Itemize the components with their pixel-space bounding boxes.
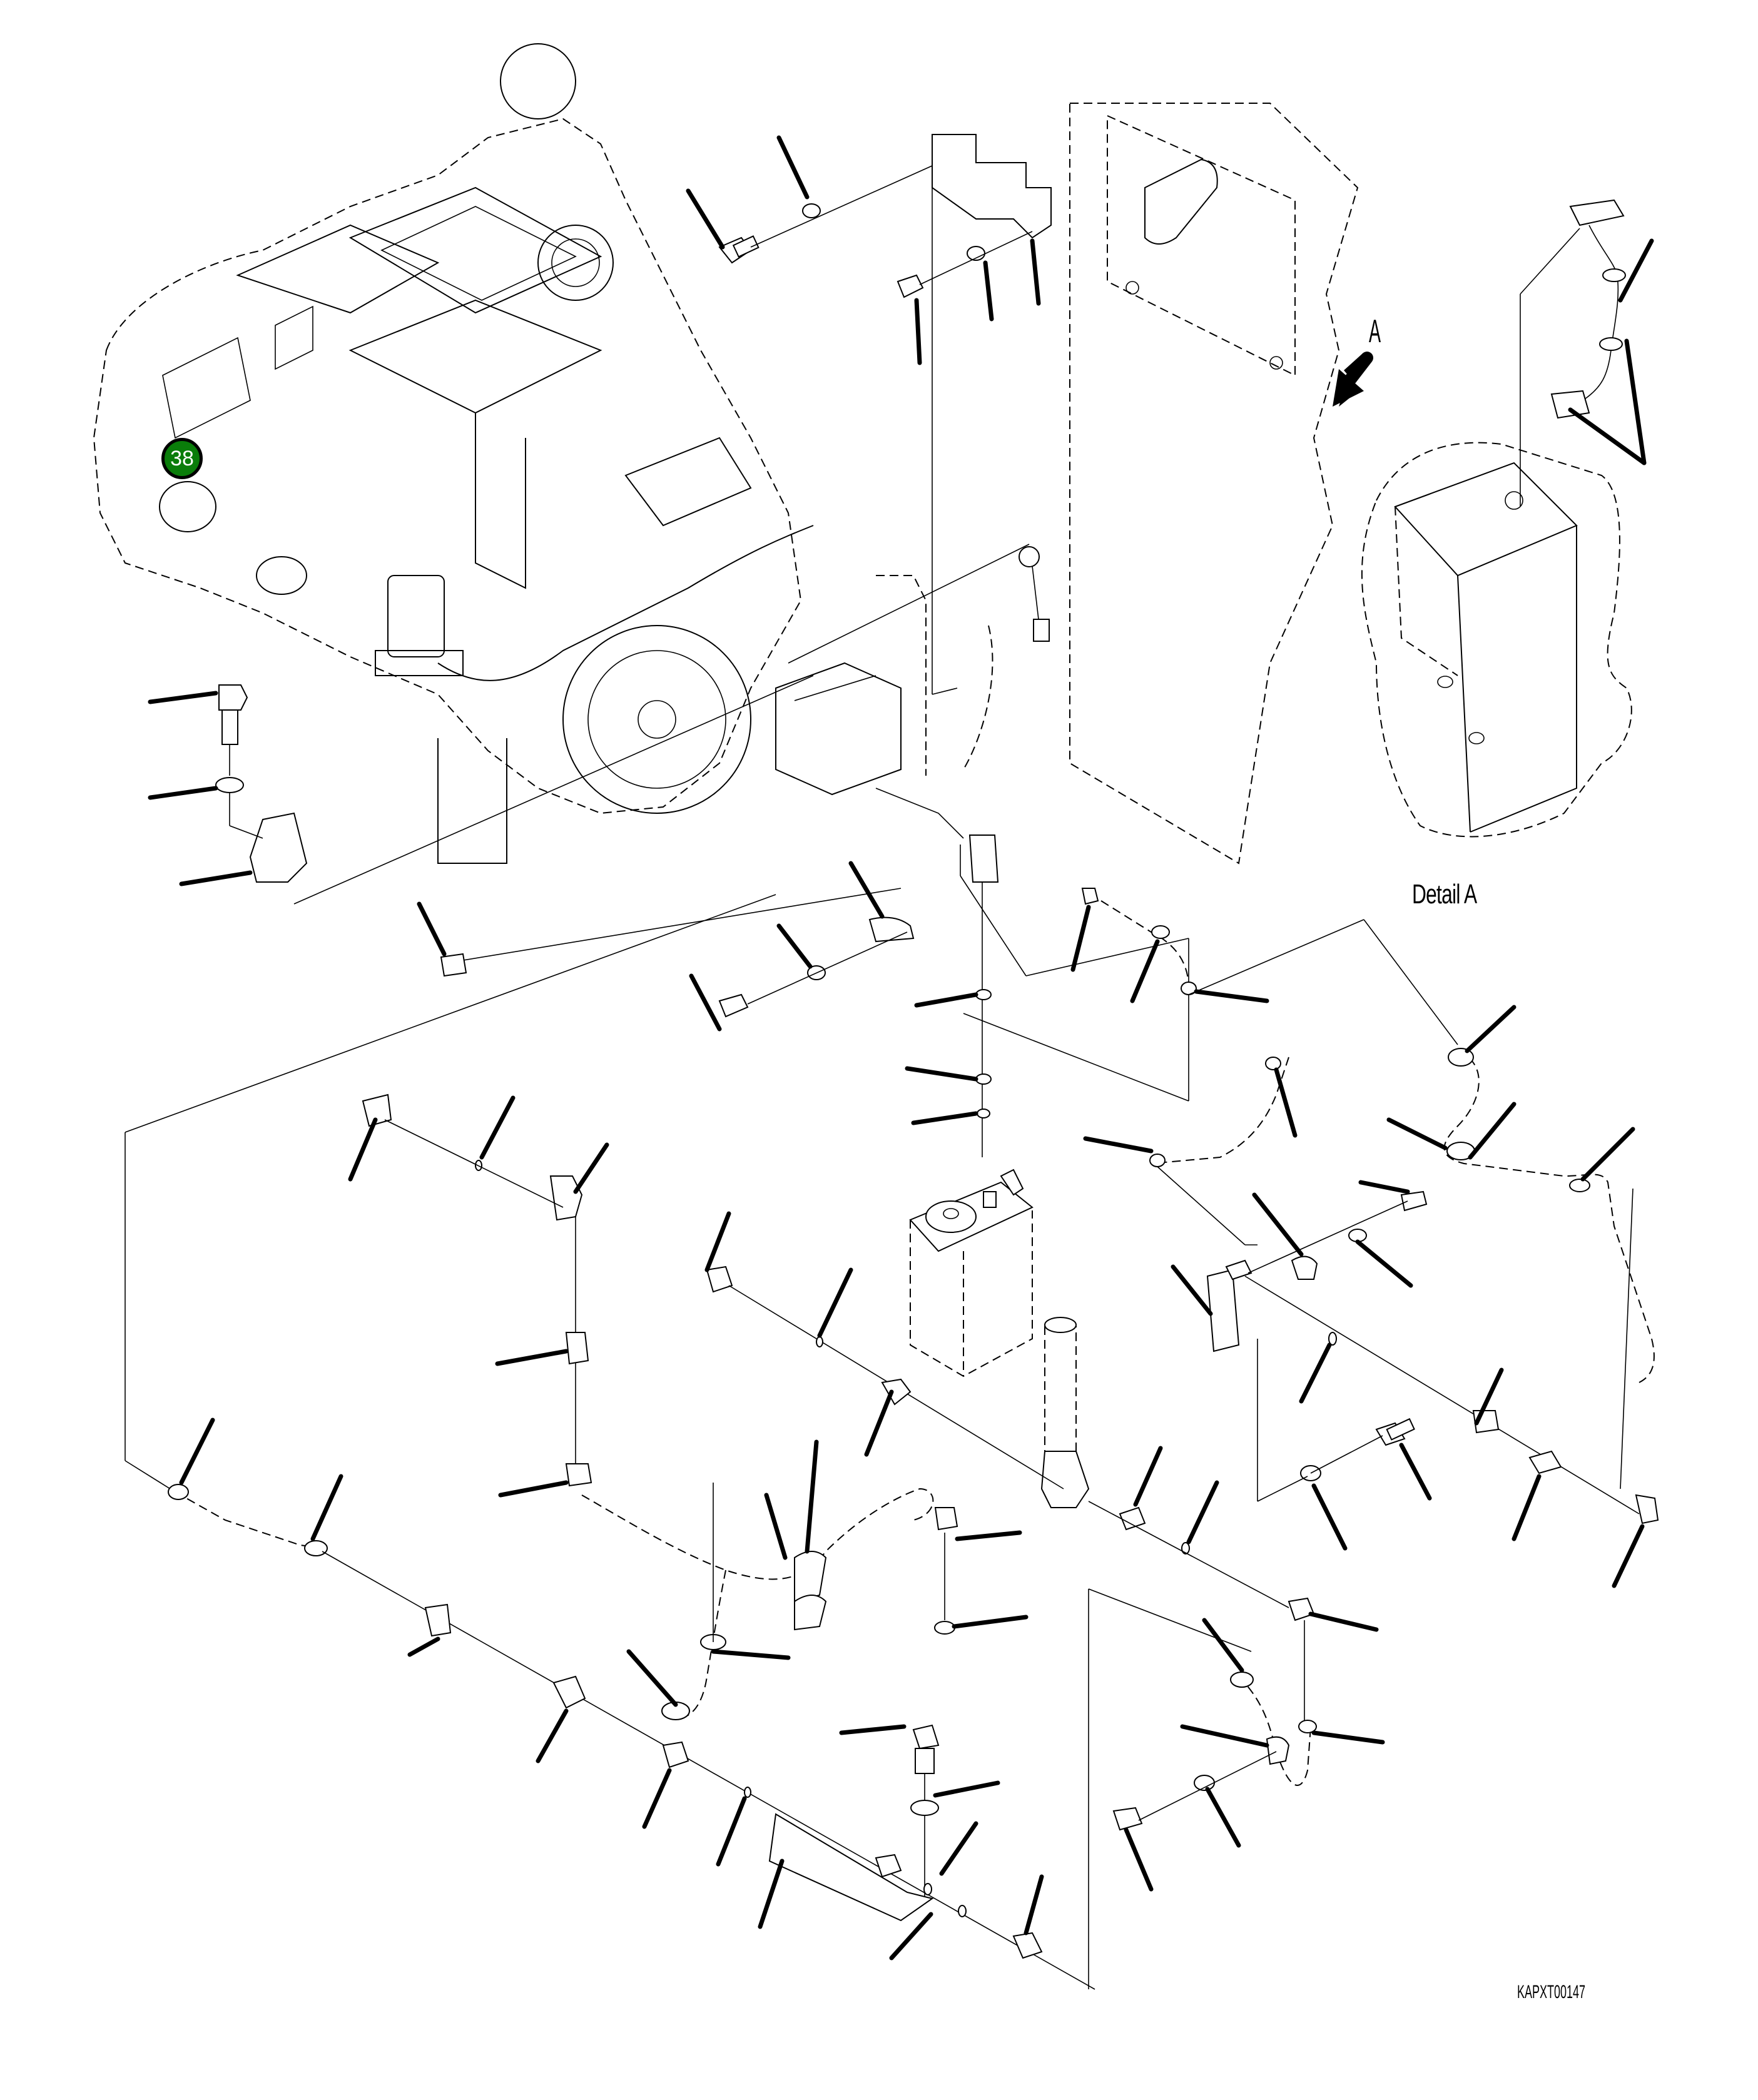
wire-harness-connector xyxy=(1520,199,1654,507)
callout-number: 38 xyxy=(170,446,194,470)
lower-right-hose-group xyxy=(1112,1597,1385,1892)
right-hose xyxy=(1083,1005,1655,1383)
top-bracket-hardware xyxy=(686,134,1052,695)
valve-clamp-hardware xyxy=(417,861,915,1032)
engine-assembly xyxy=(93,43,814,864)
detail-a-view xyxy=(1361,442,1632,838)
view-label-a: A xyxy=(1369,313,1381,350)
valve-assembly xyxy=(775,544,1189,1102)
vertical-harness xyxy=(905,834,999,1157)
upper-hose-right xyxy=(1070,888,1458,1045)
bottom-shield-bracket xyxy=(758,1588,1252,1989)
detail-a-caption: Detail A xyxy=(1412,879,1477,910)
bottom-left-fitting-chain xyxy=(124,894,1095,1990)
lower-hose-group xyxy=(581,1439,1029,1720)
left-fitting-column xyxy=(348,1093,609,1498)
view-arrow-a xyxy=(1333,352,1373,407)
fuel-tank xyxy=(909,1169,1034,1377)
drawing-reference-code: KAPXT00147 xyxy=(1517,1982,1586,2002)
callout-badge-38[interactable]: 38 xyxy=(161,438,203,479)
right-fitting-group xyxy=(1171,1180,1659,1588)
engine-mount-hardware xyxy=(148,675,814,905)
filter-element xyxy=(1040,1317,1090,1508)
panel-with-cutout xyxy=(1069,103,1359,865)
center-fitting-chain xyxy=(704,1211,1289,1608)
